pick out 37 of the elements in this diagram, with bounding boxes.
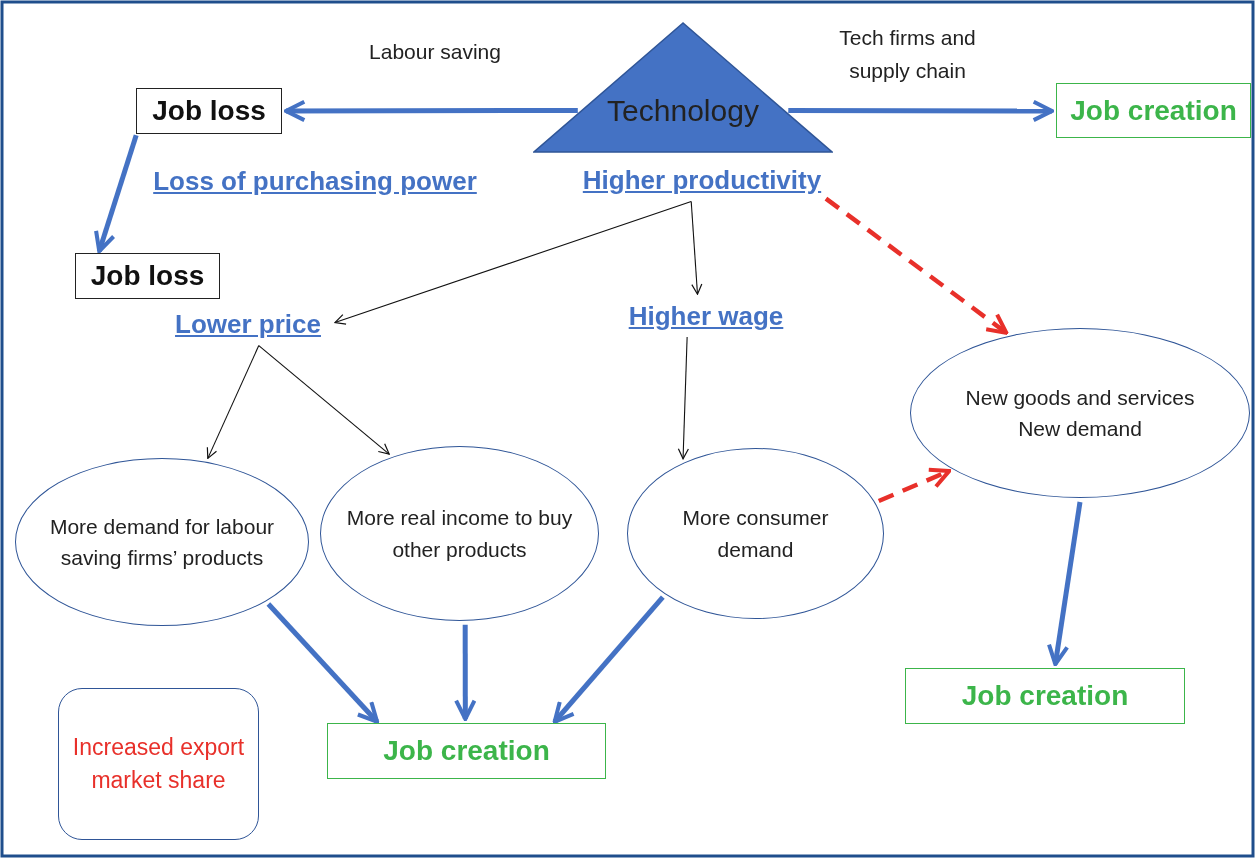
outcome-box [136, 88, 282, 134]
heading-text: Higher wage [616, 298, 796, 334]
arrow [552, 595, 665, 724]
dashed-arrow [877, 467, 952, 504]
node-text: More demand for labour saving firms’ products [48, 513, 276, 571]
node-text: Job creation [383, 735, 550, 767]
arrow [94, 134, 139, 254]
outcome-box [327, 723, 606, 779]
effect-ellipse [320, 446, 599, 621]
effect-ellipse [627, 448, 884, 619]
arrow [454, 624, 477, 721]
arrow [677, 336, 689, 460]
arrow [1047, 501, 1083, 667]
node-text: New demand [1018, 416, 1142, 442]
note-box [58, 688, 259, 840]
heading-text: Higher productivity [566, 162, 838, 198]
arrow [284, 99, 578, 123]
node-text: Job creation [961, 680, 1129, 712]
arrow [788, 99, 1054, 123]
heading-text: Lower price [165, 306, 331, 342]
node-text: More consumer demand [681, 505, 830, 563]
node-text: Increased export market share [71, 733, 246, 795]
dashed-arrow [824, 196, 1009, 335]
arrow [690, 201, 703, 295]
node-text: Job creation [1070, 94, 1237, 127]
node-text: More real income to buy other products [345, 505, 574, 563]
arrow [334, 201, 692, 325]
outcome-box [905, 668, 1185, 724]
node-text: Technology [607, 93, 759, 128]
arrow [206, 345, 260, 459]
node-text: Job loss [90, 260, 205, 292]
node-text: New goods and services [965, 384, 1195, 411]
arrow [266, 602, 380, 724]
node-text: Job loss [152, 95, 266, 127]
arrow [258, 345, 390, 455]
outcome-box [75, 253, 220, 299]
outcome-box [1056, 83, 1251, 138]
